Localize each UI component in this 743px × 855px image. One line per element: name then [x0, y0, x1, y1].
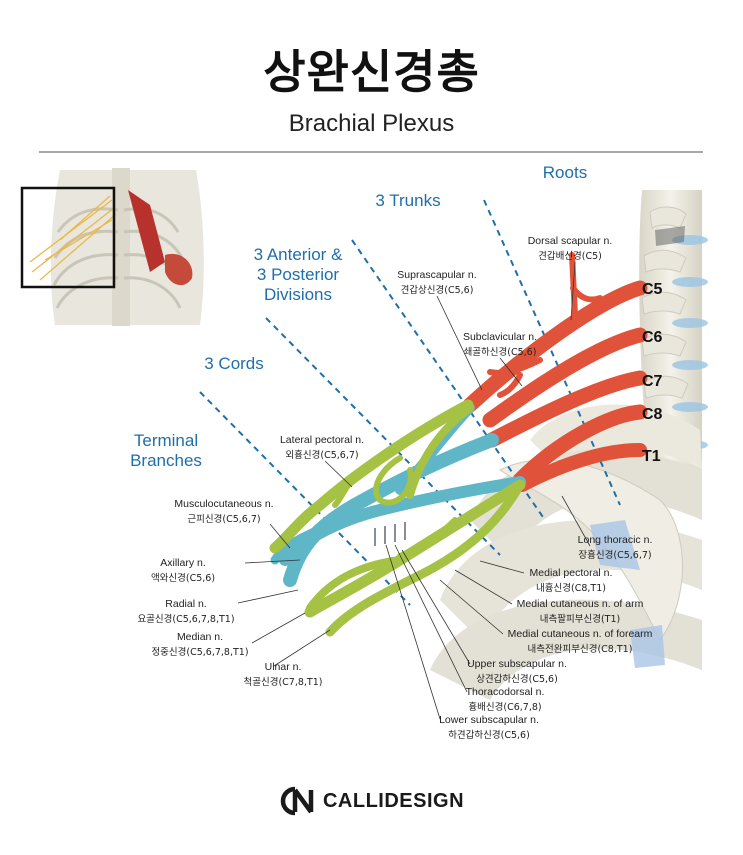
svg-text:내흉신경(C8,T1): 내흉신경(C8,T1)	[536, 582, 606, 594]
root-label-c8: C8	[642, 406, 663, 423]
brand-logo-icon	[280, 786, 314, 816]
label-upper-subscapular: Upper subscapular n. 상견갑하신경(C5,6)	[467, 658, 567, 685]
svg-text:Ulnar n.: Ulnar n.	[265, 661, 302, 673]
label-medial-cutaneous-arm: Medial cutaneous n. of arm 내측팔피부신경(T1)	[517, 598, 644, 625]
root-label-c5: C5	[642, 281, 663, 298]
label-median: Median n. 정중신경(C5,6,7,8,T1)	[151, 631, 248, 658]
branch-stubs	[374, 522, 406, 546]
svg-text:Medial pectoral n.: Medial pectoral n.	[530, 567, 613, 579]
page-title: 상완신경총	[263, 45, 480, 99]
page-subtitle: Brachial Plexus	[288, 110, 455, 137]
svg-text:Thoracodorsal n.: Thoracodorsal n.	[466, 686, 545, 698]
section-cords: 3 Cords	[204, 354, 264, 373]
roots-red	[462, 252, 648, 492]
svg-text:Medial cutaneous n. of forearm: Medial cutaneous n. of forearm	[508, 628, 653, 640]
svg-text:Subclavicular n.: Subclavicular n.	[463, 331, 537, 343]
svg-text:Median n.: Median n.	[177, 631, 223, 643]
svg-text:Axillary n.: Axillary n.	[160, 557, 206, 569]
svg-text:Radial n.: Radial n.	[165, 598, 206, 610]
label-radial: Radial n. 요골신경(C5,6,7,8,T1)	[137, 598, 234, 625]
svg-text:근피신경(C5,6,7): 근피신경(C5,6,7)	[187, 513, 260, 525]
section-terminal-line1: Terminal	[134, 431, 198, 450]
label-musculocutaneous: Musculocutaneous n. 근피신경(C5,6,7)	[174, 498, 273, 525]
svg-text:Lateral pectoral n.: Lateral pectoral n.	[280, 434, 364, 446]
section-roots: Roots	[543, 163, 587, 182]
label-subclavicular: Subclavicular n. 쇄골하신경(C5,6)	[463, 331, 537, 358]
svg-text:Suprascapular n.: Suprascapular n.	[397, 269, 476, 281]
leader-lines	[237, 261, 591, 720]
section-trunks: 3 Trunks	[375, 191, 440, 210]
svg-text:Musculocutaneous n.: Musculocutaneous n.	[174, 498, 273, 510]
section-terminal-line2: Branches	[130, 451, 202, 470]
svg-text:요골신경(C5,6,7,8,T1): 요골신경(C5,6,7,8,T1)	[137, 613, 234, 625]
label-medial-cutaneous-forearm: Medial cutaneous n. of forearm 내측전완피부신경(…	[508, 628, 653, 655]
svg-text:상견갑하신경(C5,6): 상견갑하신경(C5,6)	[476, 673, 558, 685]
svg-text:내측전완피부신경(C8,T1): 내측전완피부신경(C8,T1)	[528, 643, 633, 655]
footer-brand: CALLIDESIGN	[0, 784, 743, 818]
label-long-thoracic: Long thoracic n. 장흉신경(C5,6,7)	[578, 534, 653, 561]
svg-text:액와신경(C5,6): 액와신경(C5,6)	[151, 572, 215, 584]
root-label-c6: C6	[642, 329, 663, 346]
section-divisions-line3: Divisions	[264, 285, 332, 304]
label-ulnar: Ulnar n. 척골신경(C7,8,T1)	[244, 661, 323, 688]
svg-text:견갑상신경(C5,6): 견갑상신경(C5,6)	[401, 284, 474, 296]
svg-text:하견갑하신경(C5,6): 하견갑하신경(C5,6)	[448, 729, 530, 741]
cords-green	[269, 399, 526, 637]
svg-text:Lower subscapular n.: Lower subscapular n.	[439, 714, 539, 726]
root-label-c7: C7	[642, 373, 663, 390]
label-axillary: Axillary n. 액와신경(C5,6)	[151, 557, 215, 584]
label-dorsal-scapular: Dorsal scapular n. 견갑배신경(C5)	[528, 235, 613, 262]
svg-text:척골신경(C7,8,T1): 척골신경(C7,8,T1)	[244, 676, 323, 688]
title-divider	[39, 151, 703, 153]
label-suprascapular: Suprascapular n. 견갑상신경(C5,6)	[397, 269, 476, 296]
svg-text:Dorsal scapular n.: Dorsal scapular n.	[528, 235, 613, 247]
svg-text:Medial cutaneous n. of arm: Medial cutaneous n. of arm	[517, 598, 644, 610]
svg-text:Upper subscapular n.: Upper subscapular n.	[467, 658, 567, 670]
svg-text:외흉신경(C5,6,7): 외흉신경(C5,6,7)	[285, 449, 358, 461]
svg-text:견갑배신경(C5): 견갑배신경(C5)	[538, 250, 602, 262]
svg-text:흉배신경(C6,7,8): 흉배신경(C6,7,8)	[468, 701, 541, 713]
label-thoracodorsal: Thoracodorsal n. 흉배신경(C6,7,8)	[466, 686, 545, 713]
section-divisions-line1: 3 Anterior &	[254, 245, 343, 264]
svg-text:내측팔피부신경(T1): 내측팔피부신경(T1)	[540, 613, 620, 625]
svg-text:정중신경(C5,6,7,8,T1): 정중신경(C5,6,7,8,T1)	[151, 646, 248, 658]
svg-text:쇄골하신경(C5,6): 쇄골하신경(C5,6)	[464, 346, 537, 358]
label-medial-pectoral: Medial pectoral n. 내흉신경(C8,T1)	[530, 567, 613, 594]
thumbnail-skeleton	[20, 168, 207, 328]
brand-name: CALLIDESIGN	[322, 789, 465, 812]
label-lateral-pectoral: Lateral pectoral n. 외흉신경(C5,6,7)	[280, 434, 364, 461]
section-divisions-line2: 3 Posterior	[257, 265, 340, 284]
root-label-t1: T1	[642, 448, 661, 465]
svg-text:장흉신경(C5,6,7): 장흉신경(C5,6,7)	[578, 549, 651, 561]
label-lower-subscapular: Lower subscapular n. 하견갑하신경(C5,6)	[439, 714, 539, 741]
svg-text:Long thoracic n.: Long thoracic n.	[578, 534, 653, 546]
